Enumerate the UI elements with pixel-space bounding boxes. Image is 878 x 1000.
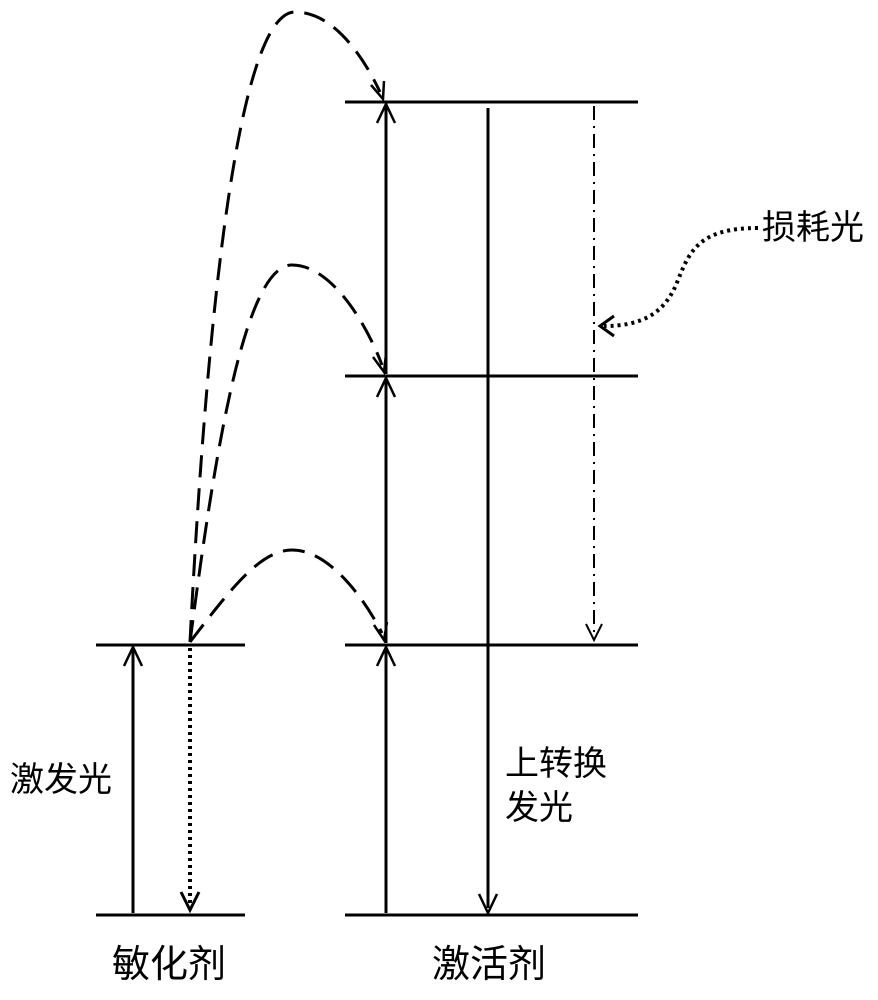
- activator-excitation-arrow-3: [375, 101, 397, 374]
- loss-transition-arrow: [585, 106, 603, 643]
- loss-label: 损耗光: [762, 208, 864, 248]
- upconversion-label-line2: 发光: [505, 788, 573, 828]
- sensitizer-label: 敏化剂: [112, 942, 227, 986]
- upconversion-label-line1: 上转换: [505, 744, 607, 784]
- excitation-arrow: [122, 644, 144, 913]
- energy-transfer-arc-2: [188, 263, 388, 643]
- loss-pointer-arrow: [597, 226, 759, 338]
- activator-label: 激活剂: [432, 942, 547, 986]
- energy-transfer-arc-1: [188, 548, 389, 644]
- activator-excitation-arrow-1: [375, 644, 397, 913]
- sensitizer-relaxation-arrow: [179, 648, 201, 914]
- upconversion-emission-arrow: [477, 108, 499, 916]
- activator-excitation-arrow-2: [375, 375, 397, 643]
- excitation-label: 激发光: [10, 760, 112, 800]
- energy-transfer-arc-3: [188, 10, 386, 643]
- upconversion-label: 上转换 发光: [505, 742, 607, 830]
